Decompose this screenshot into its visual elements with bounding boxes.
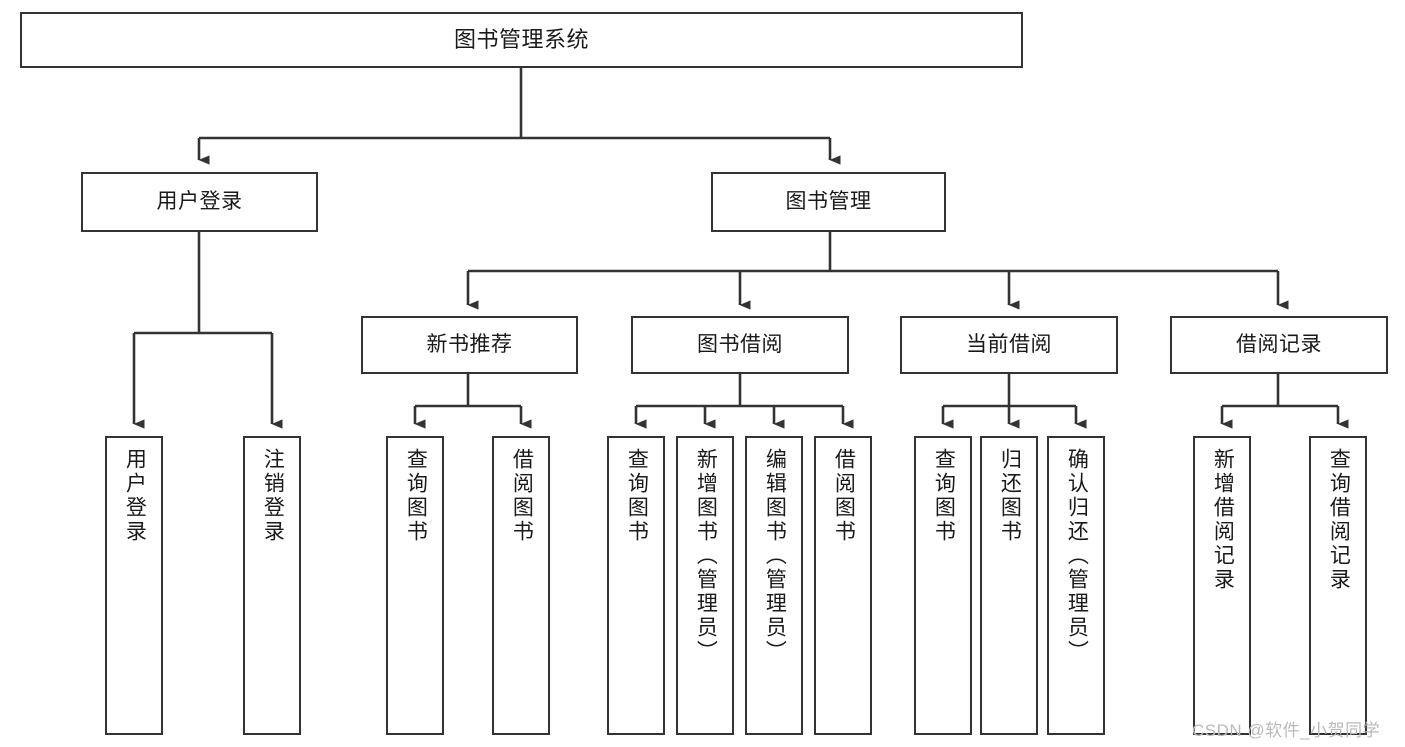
node-label: 图书借阅 (697, 332, 783, 356)
node-book-borrow[interactable]: 图书借阅 (631, 316, 849, 374)
leaf-current-return-book[interactable]: 归还图书 (980, 436, 1038, 735)
leaf-borrow-borrow-book[interactable]: 借阅图书 (814, 436, 872, 735)
node-label: 查询图书 (625, 448, 649, 544)
node-user-login[interactable]: 用户登录 (81, 172, 318, 232)
node-label: 用户登录 (123, 448, 147, 544)
leaf-record-add-record[interactable]: 新增借阅记录 (1193, 436, 1251, 735)
leaf-borrow-add-book-admin[interactable]: 新增图书（管理员） (676, 436, 734, 735)
leaf-user-login[interactable]: 用户登录 (105, 436, 163, 735)
node-label: 注销登录 (261, 448, 285, 544)
node-current-borrow[interactable]: 当前借阅 (900, 316, 1118, 374)
node-root-system[interactable]: 图书管理系统 (20, 12, 1023, 68)
leaf-recommend-query-book[interactable]: 查询图书 (386, 436, 444, 735)
leaf-record-query-record[interactable]: 查询借阅记录 (1309, 436, 1367, 735)
node-label: 查询图书 (404, 448, 428, 544)
node-label: 用户登录 (156, 189, 243, 213)
node-new-book-recommend[interactable]: 新书推荐 (361, 316, 578, 374)
leaf-current-query-book[interactable]: 查询图书 (914, 436, 972, 735)
leaf-borrow-query-book[interactable]: 查询图书 (607, 436, 665, 735)
node-label: 确认归还（管理员） (1065, 448, 1089, 664)
leaf-user-logout[interactable]: 注销登录 (243, 436, 301, 735)
node-label: 归还图书 (998, 448, 1022, 544)
node-label: 当前借阅 (966, 332, 1052, 356)
node-label: 查询借阅记录 (1327, 448, 1351, 592)
leaf-current-confirm-return-admin[interactable]: 确认归还（管理员） (1047, 436, 1105, 735)
node-label: 图书管理 (785, 189, 872, 213)
node-label: 借阅图书 (510, 448, 534, 544)
node-label: 借阅图书 (832, 448, 856, 544)
node-book-management[interactable]: 图书管理 (711, 172, 946, 232)
node-borrow-record[interactable]: 借阅记录 (1170, 316, 1388, 374)
csdn-watermark: CSDN @软件_小贺同学 (1192, 721, 1381, 740)
leaf-recommend-borrow-book[interactable]: 借阅图书 (492, 436, 550, 735)
node-label: 新增借阅记录 (1211, 448, 1235, 592)
node-label: 编辑图书（管理员） (763, 448, 787, 664)
leaf-borrow-edit-book-admin[interactable]: 编辑图书（管理员） (745, 436, 803, 735)
node-label: 新书推荐 (426, 332, 513, 356)
node-label: 图书管理系统 (453, 27, 589, 53)
node-label: 查询图书 (932, 448, 956, 544)
node-label: 借阅记录 (1236, 332, 1322, 356)
node-label: 新增图书（管理员） (694, 448, 718, 664)
